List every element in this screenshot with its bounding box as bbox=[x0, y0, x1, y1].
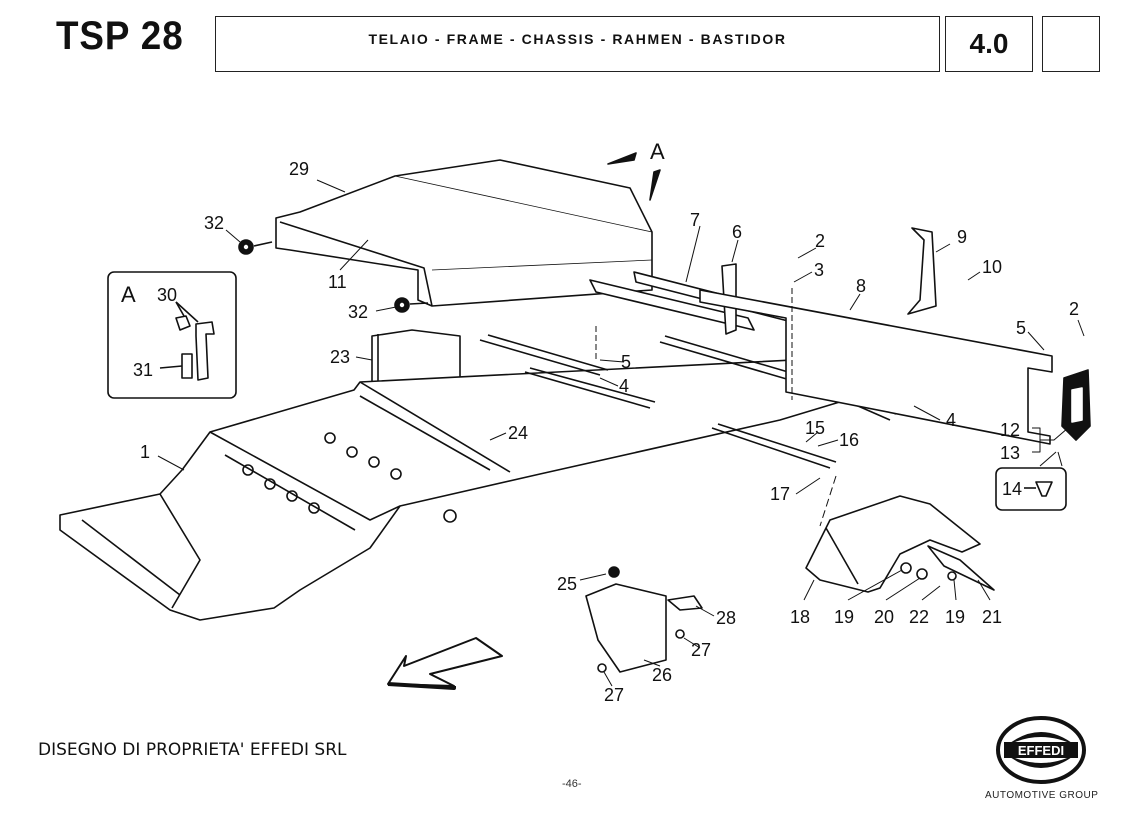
callout-26: 26 bbox=[652, 665, 672, 685]
callout-9: 9 bbox=[957, 227, 967, 247]
drawing-lines bbox=[59, 152, 1091, 690]
callout-4b: 4 bbox=[946, 410, 956, 430]
beam-8 bbox=[699, 289, 1053, 445]
model-name: TSP 28 bbox=[56, 14, 184, 58]
callout-29: 29 bbox=[289, 159, 309, 179]
callout-5a: 5 bbox=[621, 352, 631, 372]
inset-14-box bbox=[995, 467, 1067, 511]
effedi-logo: EFFEDI bbox=[996, 716, 1086, 784]
fender-18 bbox=[805, 495, 981, 593]
callout-10: 10 bbox=[982, 257, 1002, 277]
page-number: -46- bbox=[562, 778, 582, 790]
page-title: TELAIO - FRAME - CHASSIS - RAHMEN - BAST… bbox=[368, 31, 787, 47]
callout-21: 21 bbox=[982, 607, 1002, 627]
callout-4a: 4 bbox=[619, 376, 629, 396]
view-marker-a: A bbox=[650, 139, 665, 164]
ownership-notice: DISEGNO DI PROPRIETA' EFFEDI SRL bbox=[38, 740, 347, 760]
callout-27b: 27 bbox=[604, 685, 624, 705]
callout-8: 8 bbox=[856, 276, 866, 296]
callout-20: 20 bbox=[874, 607, 894, 627]
callout-24: 24 bbox=[508, 423, 528, 443]
callout-6: 6 bbox=[732, 222, 742, 242]
rail-7 bbox=[589, 279, 755, 331]
callout-32a: 32 bbox=[204, 213, 224, 233]
inset-a-label: A bbox=[121, 282, 136, 307]
bracket-9 bbox=[907, 227, 937, 315]
callout-18: 18 bbox=[790, 607, 810, 627]
callout-14: 14 bbox=[1002, 479, 1022, 499]
callout-30: 30 bbox=[157, 285, 177, 305]
callout-23: 23 bbox=[330, 347, 350, 367]
callout-12: 12 bbox=[1000, 420, 1020, 440]
callout-2a: 2 bbox=[815, 231, 825, 251]
callout-1: 1 bbox=[140, 442, 150, 462]
callout-15: 15 bbox=[805, 418, 825, 438]
callout-2b: 2 bbox=[1069, 299, 1079, 319]
callout-19a: 19 bbox=[834, 607, 854, 627]
callout-5b: 5 bbox=[1016, 318, 1026, 338]
title-box: TELAIO - FRAME - CHASSIS - RAHMEN - BAST… bbox=[215, 16, 940, 72]
callout-17: 17 bbox=[770, 484, 790, 504]
callout-11: 11 bbox=[328, 272, 347, 292]
callout-25: 25 bbox=[557, 574, 577, 594]
section-number: 4.0 bbox=[945, 16, 1033, 72]
callout-16: 16 bbox=[839, 430, 859, 450]
mudflap-21 bbox=[927, 545, 995, 591]
callout-13: 13 bbox=[1000, 443, 1020, 463]
blank-box bbox=[1042, 16, 1100, 72]
callout-7: 7 bbox=[690, 210, 700, 230]
callout-28: 28 bbox=[716, 608, 736, 628]
callout-3: 3 bbox=[814, 260, 824, 280]
logo-text: EFFEDI bbox=[1018, 743, 1064, 758]
cover-26 bbox=[585, 583, 667, 673]
callout-22: 22 bbox=[909, 607, 929, 627]
callout-19b: 19 bbox=[945, 607, 965, 627]
callout-labels: 1 2 2 3 4 4 5 5 6 7 8 9 10 11 12 13 14 1… bbox=[121, 139, 1079, 705]
callout-32b: 32 bbox=[348, 302, 368, 322]
callout-31: 31 bbox=[133, 360, 153, 380]
direction-arrow bbox=[387, 637, 503, 687]
logo-subtitle: AUTOMOTIVE GROUP bbox=[985, 790, 1099, 801]
inset-a-box bbox=[107, 271, 237, 399]
callout-27a: 27 bbox=[691, 640, 711, 660]
